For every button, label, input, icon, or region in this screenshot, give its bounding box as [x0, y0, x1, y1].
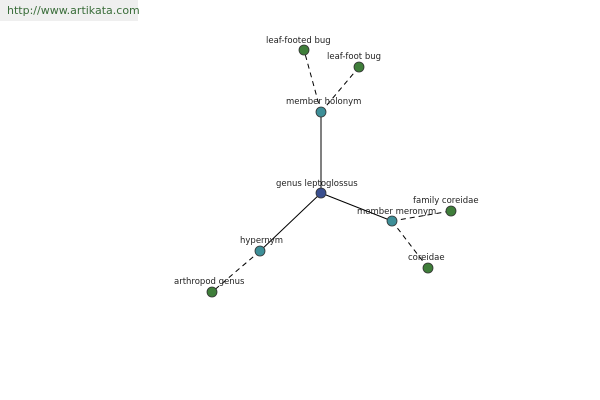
label-member-holonym[interactable]: member holonym — [286, 97, 361, 107]
edge-member-holonym-leaf-footed-bug — [303, 49, 322, 113]
labels: genus leptoglossus member holonym member… — [174, 36, 479, 287]
label-member-meronym[interactable]: member meronym — [357, 207, 436, 217]
node-family-coreidae[interactable] — [445, 205, 457, 217]
node-arthropod-genus[interactable] — [206, 286, 218, 298]
node-leaf-footed-bug[interactable] — [298, 44, 310, 56]
label-arthropod-genus[interactable]: arthropod genus — [174, 277, 245, 287]
edge-member-meronym-coreidae — [391, 220, 429, 269]
edge-member-meronym-family-coreidae — [391, 210, 452, 222]
url-bar: http://www.artikata.com — [0, 0, 140, 21]
node-member-holonym[interactable] — [315, 106, 327, 118]
node-coreidae[interactable] — [422, 262, 434, 274]
edge-center-member-meronym — [320, 192, 393, 222]
node-member-meronym[interactable] — [386, 215, 398, 227]
label-hypernym[interactable]: hypernym — [240, 236, 283, 246]
label-leaf-foot-bug[interactable]: leaf-foot bug — [327, 52, 381, 62]
edge-member-holonym-leaf-foot-bug — [320, 66, 360, 113]
edge-center-hypernym — [259, 192, 322, 252]
nodes — [206, 44, 457, 298]
label-family-coreidae[interactable]: family coreidae — [413, 196, 479, 206]
edges — [211, 49, 452, 293]
edge-hypernym-arthropod-genus — [211, 250, 261, 293]
node-leaf-foot-bug[interactable] — [353, 61, 365, 73]
label-genus-leptoglossus[interactable]: genus leptoglossus — [276, 179, 358, 189]
site-url-link[interactable]: http://www.artikata.com — [7, 4, 140, 17]
label-coreidae[interactable]: coreidae — [408, 253, 445, 263]
label-leaf-footed-bug[interactable]: leaf-footed bug — [266, 36, 331, 46]
node-hypernym[interactable] — [254, 245, 266, 257]
node-genus-leptoglossus[interactable] — [315, 187, 327, 199]
